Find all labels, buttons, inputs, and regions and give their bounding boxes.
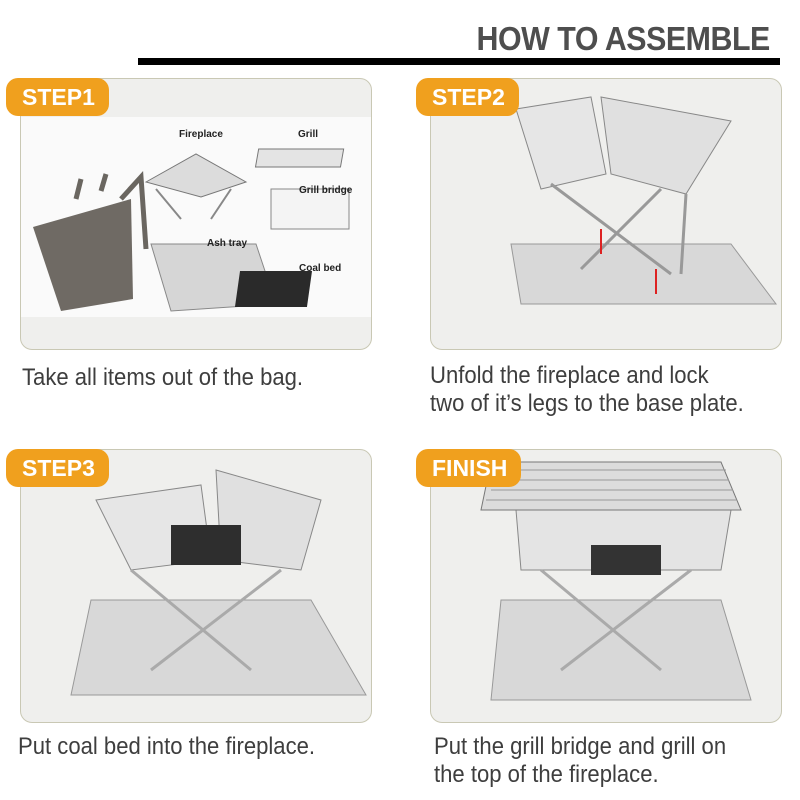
step3-caption: Put coal bed into the fireplace.	[18, 733, 316, 760]
title-underline	[138, 58, 780, 65]
step1-panel: Fireplace Grill Grill bridge Ash tray Co…	[20, 78, 372, 350]
step1-caption: Take all items out of the bag.	[22, 364, 304, 391]
finish-caption-line1: Put the grill bridge and grill on	[434, 733, 727, 760]
part-label-grill-bridge: Grill bridge	[299, 185, 353, 196]
step2-caption-line1: Unfold the fireplace and lock	[430, 362, 709, 389]
step2-badge: STEP2	[416, 78, 519, 116]
step1-badge: STEP1	[6, 78, 109, 116]
step3-panel	[20, 449, 372, 723]
part-label-fireplace: Fireplace	[179, 129, 223, 140]
finish-badge: FINISH	[416, 449, 522, 487]
finish-panel	[430, 449, 782, 723]
step2-caption-line2: two of it’s legs to the base plate.	[430, 390, 744, 417]
finish-grill-image	[480, 461, 752, 701]
step3-fireplace-image	[70, 469, 367, 696]
finish-caption-line2: the top of the fireplace.	[434, 761, 659, 788]
step1-items-image	[21, 117, 371, 317]
step2-fireplace-image	[510, 96, 777, 305]
page-title: HOW TO ASSEMBLE	[476, 20, 771, 57]
part-label-ash-tray: Ash tray	[207, 238, 248, 249]
step2-panel	[430, 78, 782, 350]
part-label-grill: Grill	[298, 129, 319, 140]
part-label-coal-bed: Coal bed	[299, 263, 342, 274]
step3-badge: STEP3	[6, 449, 109, 487]
